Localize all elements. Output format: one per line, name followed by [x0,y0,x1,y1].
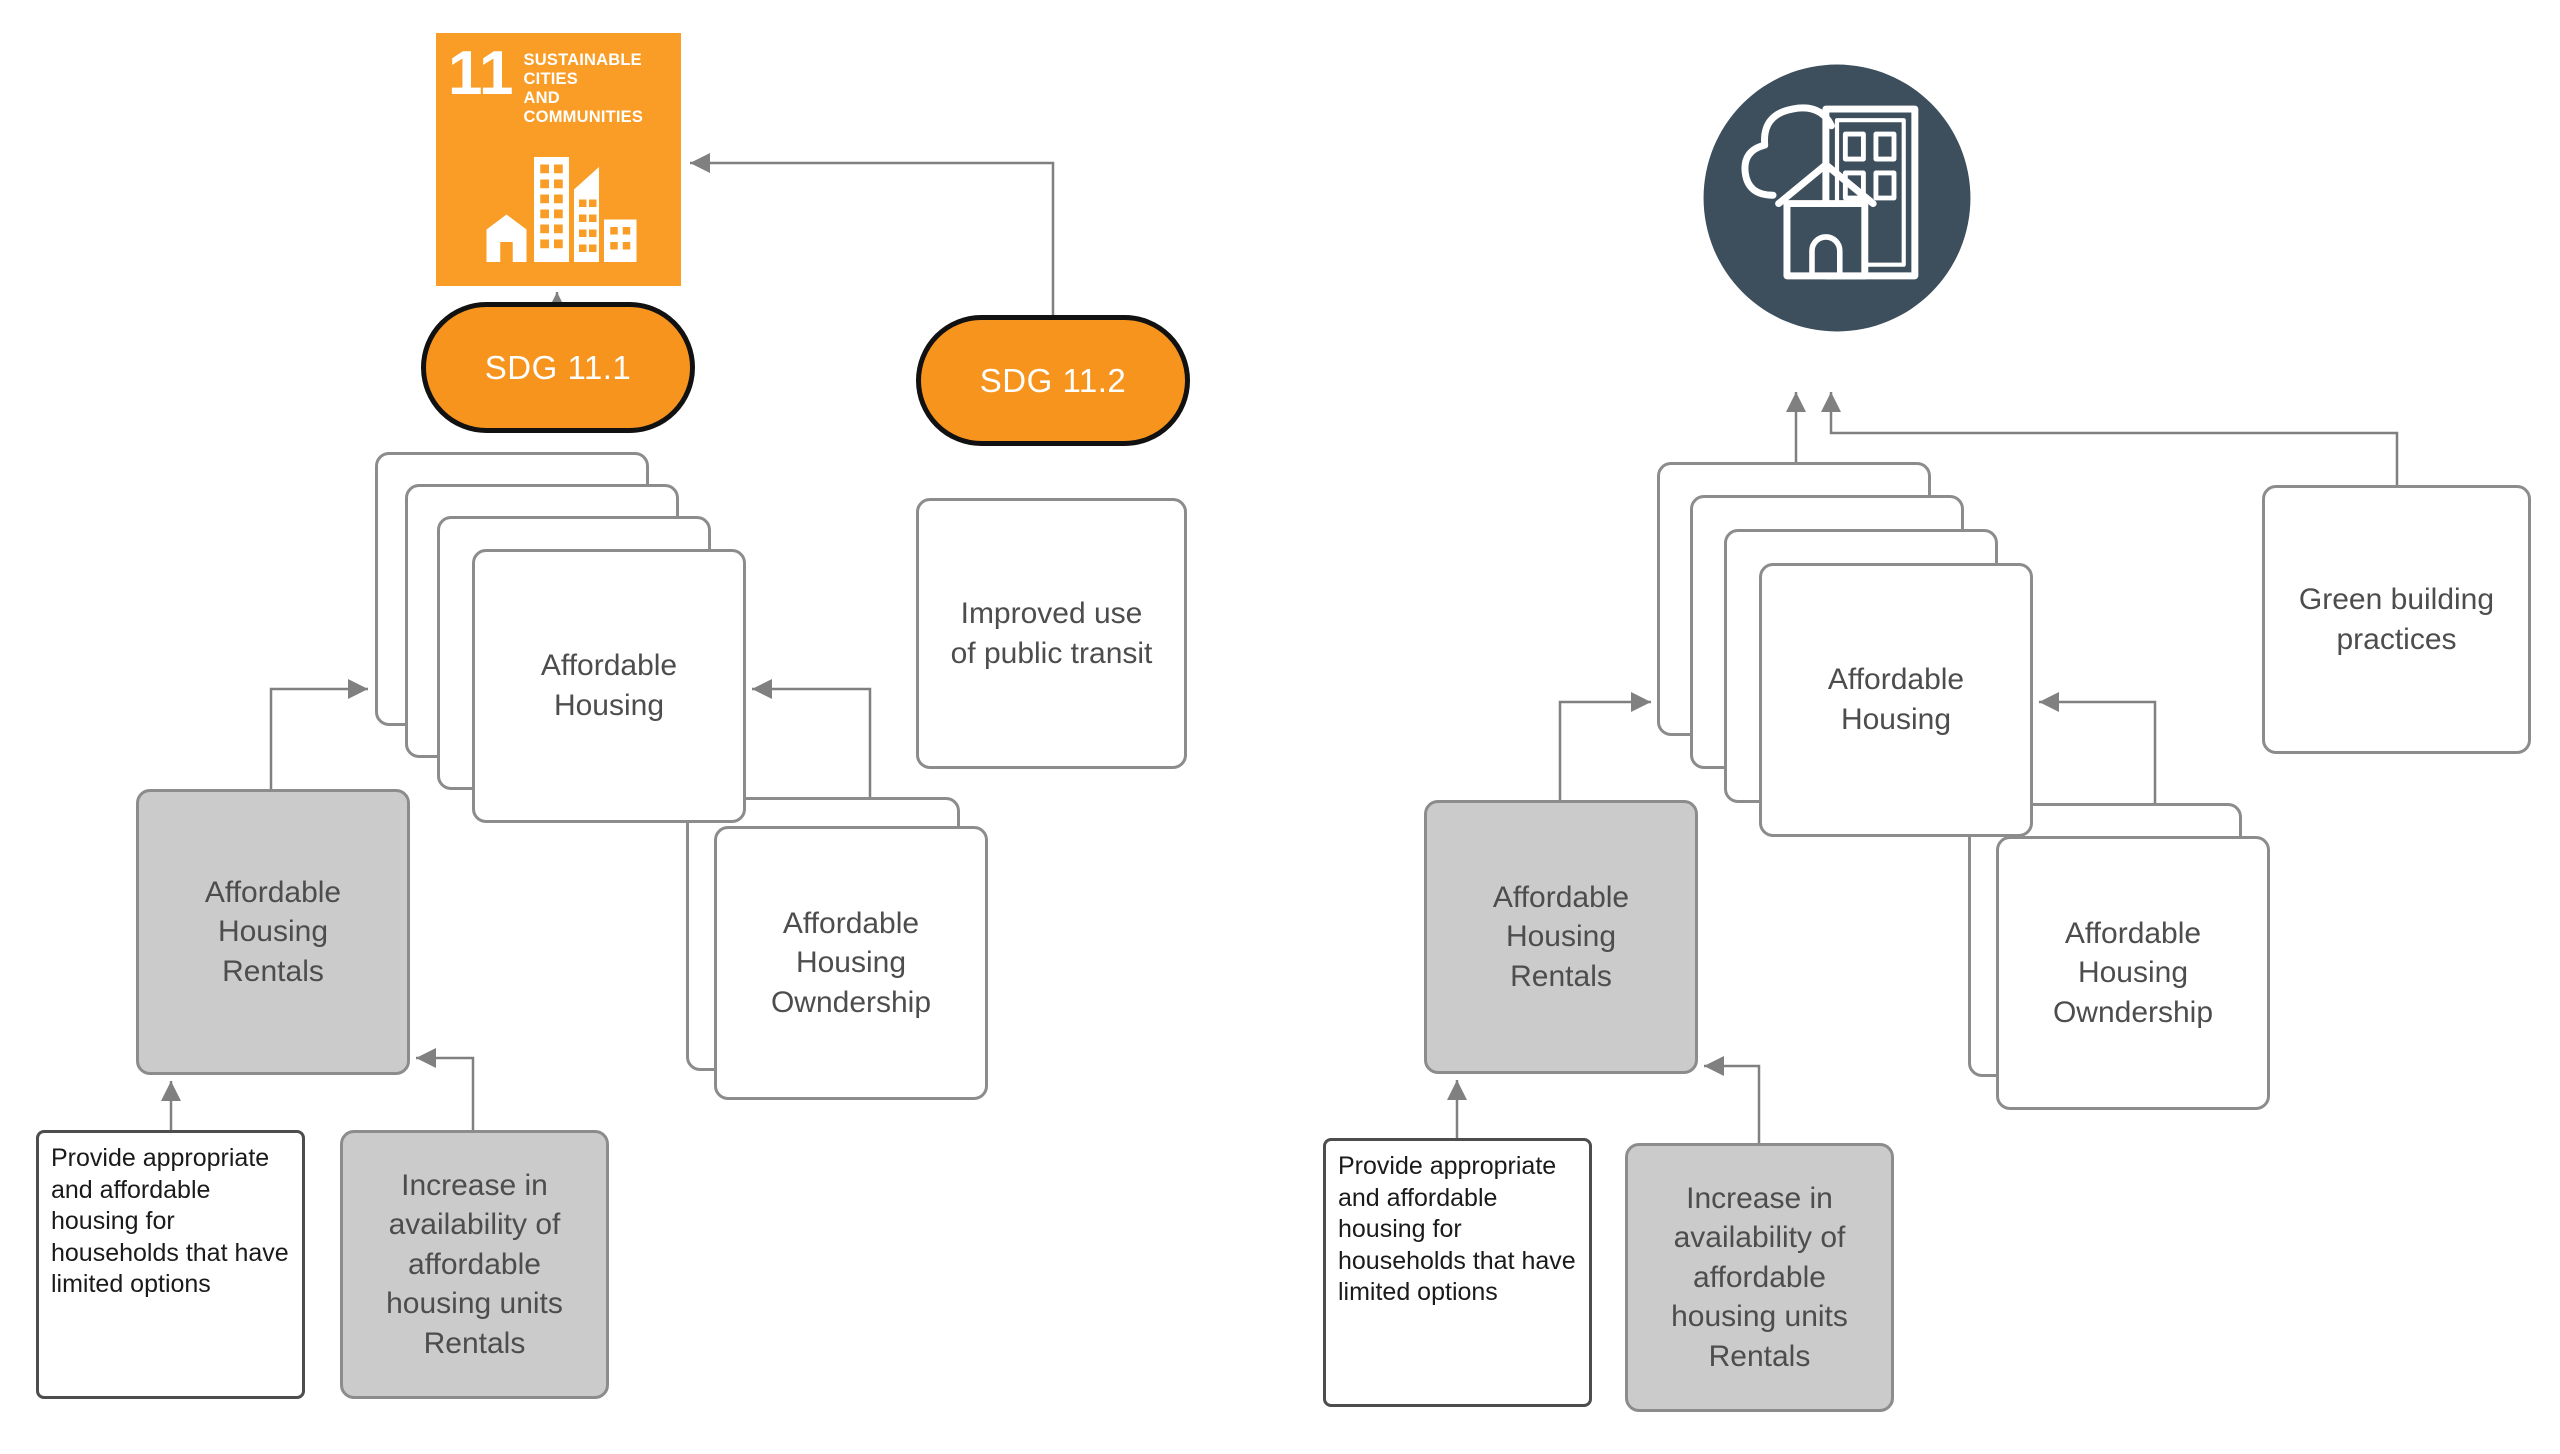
sdg-11-2-pill: SDG 11.2 [916,315,1190,446]
rentals-card-right: Affordable Housing Rentals [1424,800,1698,1074]
ownership-label-right: Affordable Housing Owndership [2052,916,2214,1029]
ownership-card-left: Affordable Housing Owndership [714,826,988,1100]
sdg11-skyline-icon [436,127,681,286]
sdg-11-1-label: SDG 11.1 [484,348,632,386]
connector-rentals-to-housing-right [1558,692,1651,800]
affordable-housing-card-right: Affordable Housing [1759,563,2033,837]
connector-ownership-to-housing-right [2039,692,2157,803]
affordable-housing-label-right: Affordable Housing [1827,663,1965,736]
connector-sdg112-to-logo [690,153,1055,315]
rentals-label-left: Affordable Housing Rentals [204,875,342,988]
sdg11-title: SUSTAINABLE CITIES AND COMMUNITIES [523,51,644,126]
increase-availability-card-right: Increase in availability of affordable h… [1625,1143,1894,1412]
provide-housing-label-left: Provide appropriate and affordable housi… [51,1144,289,1298]
connector-ownership-to-housing-left [752,679,872,797]
increase-availability-label-right: Increase in availability of affordable h… [1671,1181,1848,1373]
sdg-11-2-label: SDG 11.2 [979,361,1127,399]
public-transit-card: Improved use of public transit [916,498,1187,769]
cloud-icon [1741,104,1835,199]
building-circle-icon [1698,59,1976,337]
sdg11-logo: 11 SUSTAINABLE CITIES AND COMMUNITIES [436,33,681,286]
sdg11-number: 11 [448,39,514,108]
affordable-housing-card-left: Affordable Housing [472,549,746,823]
increase-availability-label-left: Increase in availability of affordable h… [386,1168,563,1360]
increase-availability-card-left: Increase in availability of affordable h… [340,1130,609,1399]
ownership-label-left: Affordable Housing Owndership [770,906,932,1019]
ownership-card-right: Affordable Housing Owndership [1996,836,2270,1110]
connector-increase-to-rentals-right [1704,1056,1761,1143]
provide-housing-label-right: Provide appropriate and affordable housi… [1338,1152,1576,1306]
sdg-11-1-pill: SDG 11.1 [421,302,695,433]
affordable-housing-label-left: Affordable Housing [540,649,678,722]
green-building-label: Green building practices [2298,582,2495,656]
connector-rentals-to-housing-left [269,679,368,789]
connector-green-to-circle-right [1821,392,2399,485]
rentals-label-right: Affordable Housing Rentals [1492,880,1630,993]
sdg11-logo-header: 11 SUSTAINABLE CITIES AND COMMUNITIES [436,33,681,127]
connector-increase-to-rentals-left [416,1048,475,1130]
provide-housing-card-right: Provide appropriate and affordable housi… [1323,1138,1592,1407]
rentals-card-left: Affordable Housing Rentals [136,789,410,1075]
public-transit-label: Improved use of public transit [950,596,1153,670]
green-building-card: Green building practices [2262,485,2531,754]
provide-housing-card-left: Provide appropriate and affordable housi… [36,1130,305,1399]
